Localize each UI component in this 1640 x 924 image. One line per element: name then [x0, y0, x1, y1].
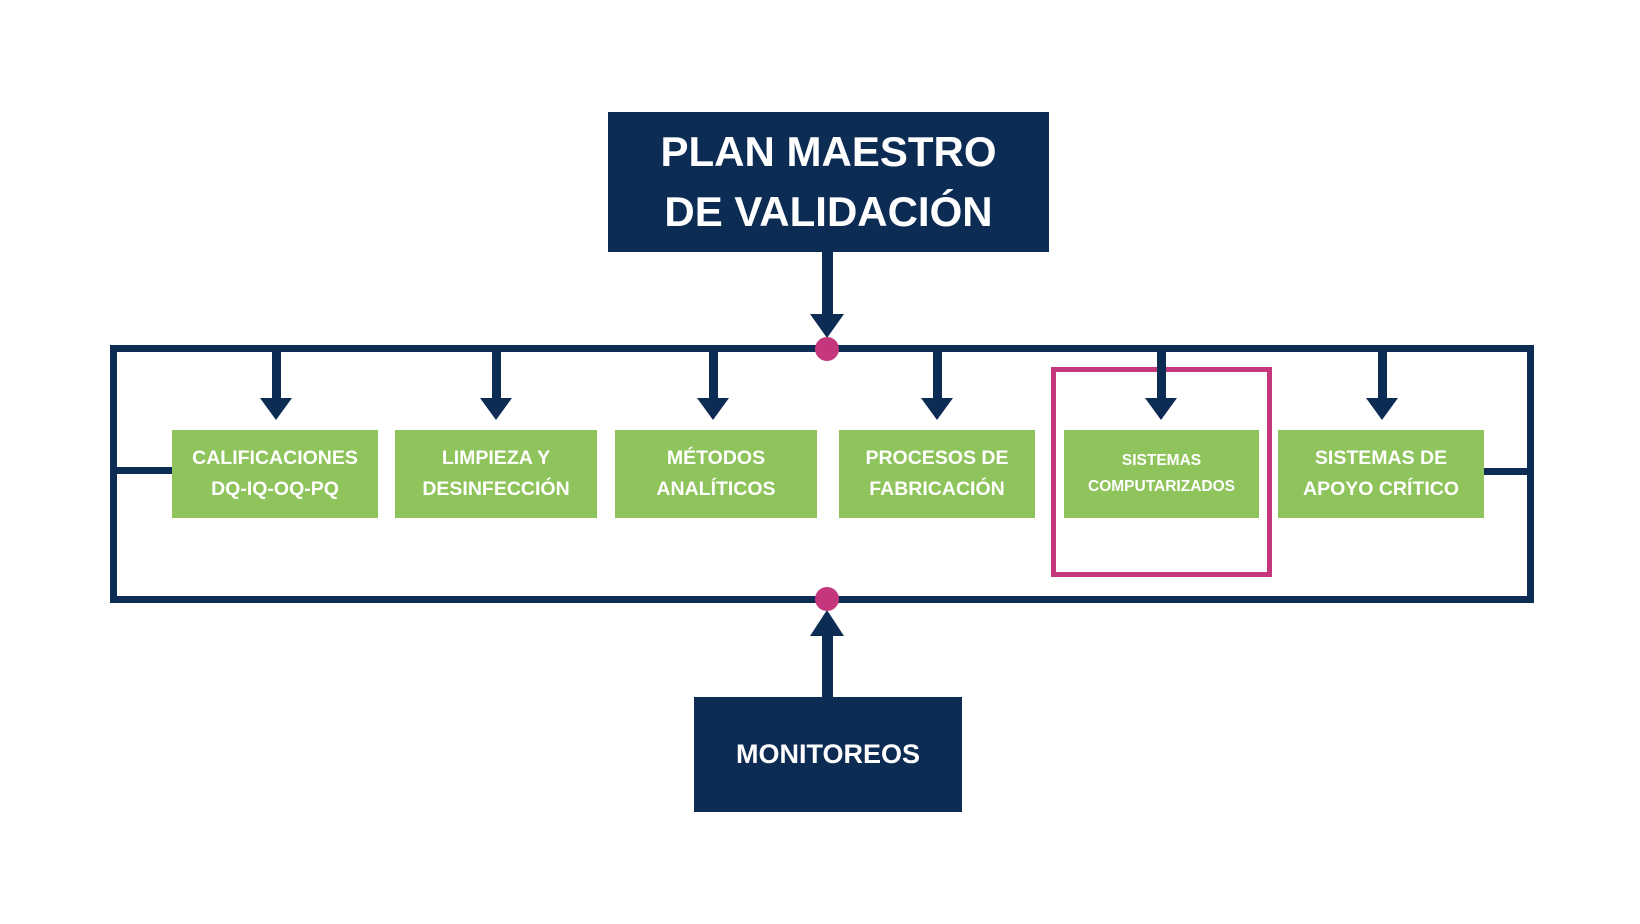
arrow-stem: [491, 352, 501, 400]
monitoreos-to-frame-arrow: [810, 610, 844, 697]
branch-label: PROCESOS DE FABRICACIÓN: [865, 447, 1009, 500]
arrow-down-head-icon: [921, 398, 953, 420]
branch-box-calificaciones: CALIFICACIONES DQ-IQ-OQ-PQ: [172, 430, 378, 518]
arrow-down-head-icon: [260, 398, 292, 420]
junction-dot-top: [815, 337, 839, 361]
branch-arrow-limpieza: [480, 352, 512, 420]
branch-label: CALIFICACIONES DQ-IQ-OQ-PQ: [192, 447, 358, 500]
branch-arrow-apoyo-critico: [1366, 352, 1398, 420]
arrow-down-head-icon: [1366, 398, 1398, 420]
branch-label: SISTEMAS COMPUTARIZADOS: [1088, 451, 1235, 495]
branch-label: MÉTODOS ANALÍTICOS: [656, 447, 776, 500]
arrow-down-head-icon: [1145, 398, 1177, 420]
arrow-down-head-icon: [480, 398, 512, 420]
arrow-stem: [821, 634, 833, 697]
arrow-down-head-icon: [697, 398, 729, 420]
arrow-stem: [271, 352, 281, 400]
branch-label: SISTEMAS DE APOYO CRÍTICO: [1302, 447, 1459, 500]
branch-box-limpieza: LIMPIEZA Y DESINFECCIÓN: [395, 430, 597, 518]
monitoreos-label: MONITOREOS: [735, 738, 921, 769]
arrow-down-head-icon: [810, 314, 844, 338]
arrow-stem: [932, 352, 942, 400]
arrow-stem: [1156, 352, 1166, 400]
arrow-stem: [821, 252, 833, 316]
branch-arrow-calificaciones: [260, 352, 292, 420]
arrow-up-head-icon: [810, 610, 844, 636]
branch-box-apoyo-critico: SISTEMAS DE APOYO CRÍTICO: [1278, 430, 1484, 518]
frame-right-connector: [1484, 468, 1534, 475]
branch-box-metodos: MÉTODOS ANALÍTICOS: [615, 430, 817, 518]
plan-maestro-box: PLAN MAESTRO DE VALIDACIÓN: [608, 112, 1049, 252]
branch-arrow-procesos: [921, 352, 953, 420]
plan-maestro-label: PLAN MAESTRO DE VALIDACIÓN: [660, 128, 997, 235]
branch-box-procesos: PROCESOS DE FABRICACIÓN: [839, 430, 1035, 518]
branch-arrow-sistemas-computarizados: [1145, 352, 1177, 420]
arrow-stem: [708, 352, 718, 400]
monitoreos-box: MONITOREOS: [694, 697, 962, 812]
branch-label: LIMPIEZA Y DESINFECCIÓN: [422, 447, 570, 500]
arrow-stem: [1377, 352, 1387, 400]
frame-left-connector: [110, 467, 174, 474]
root-to-frame-arrow: [810, 252, 844, 338]
branch-box-sistemas-computarizados: SISTEMAS COMPUTARIZADOS: [1064, 430, 1259, 518]
junction-dot-bottom: [815, 587, 839, 611]
branch-arrow-metodos: [697, 352, 729, 420]
